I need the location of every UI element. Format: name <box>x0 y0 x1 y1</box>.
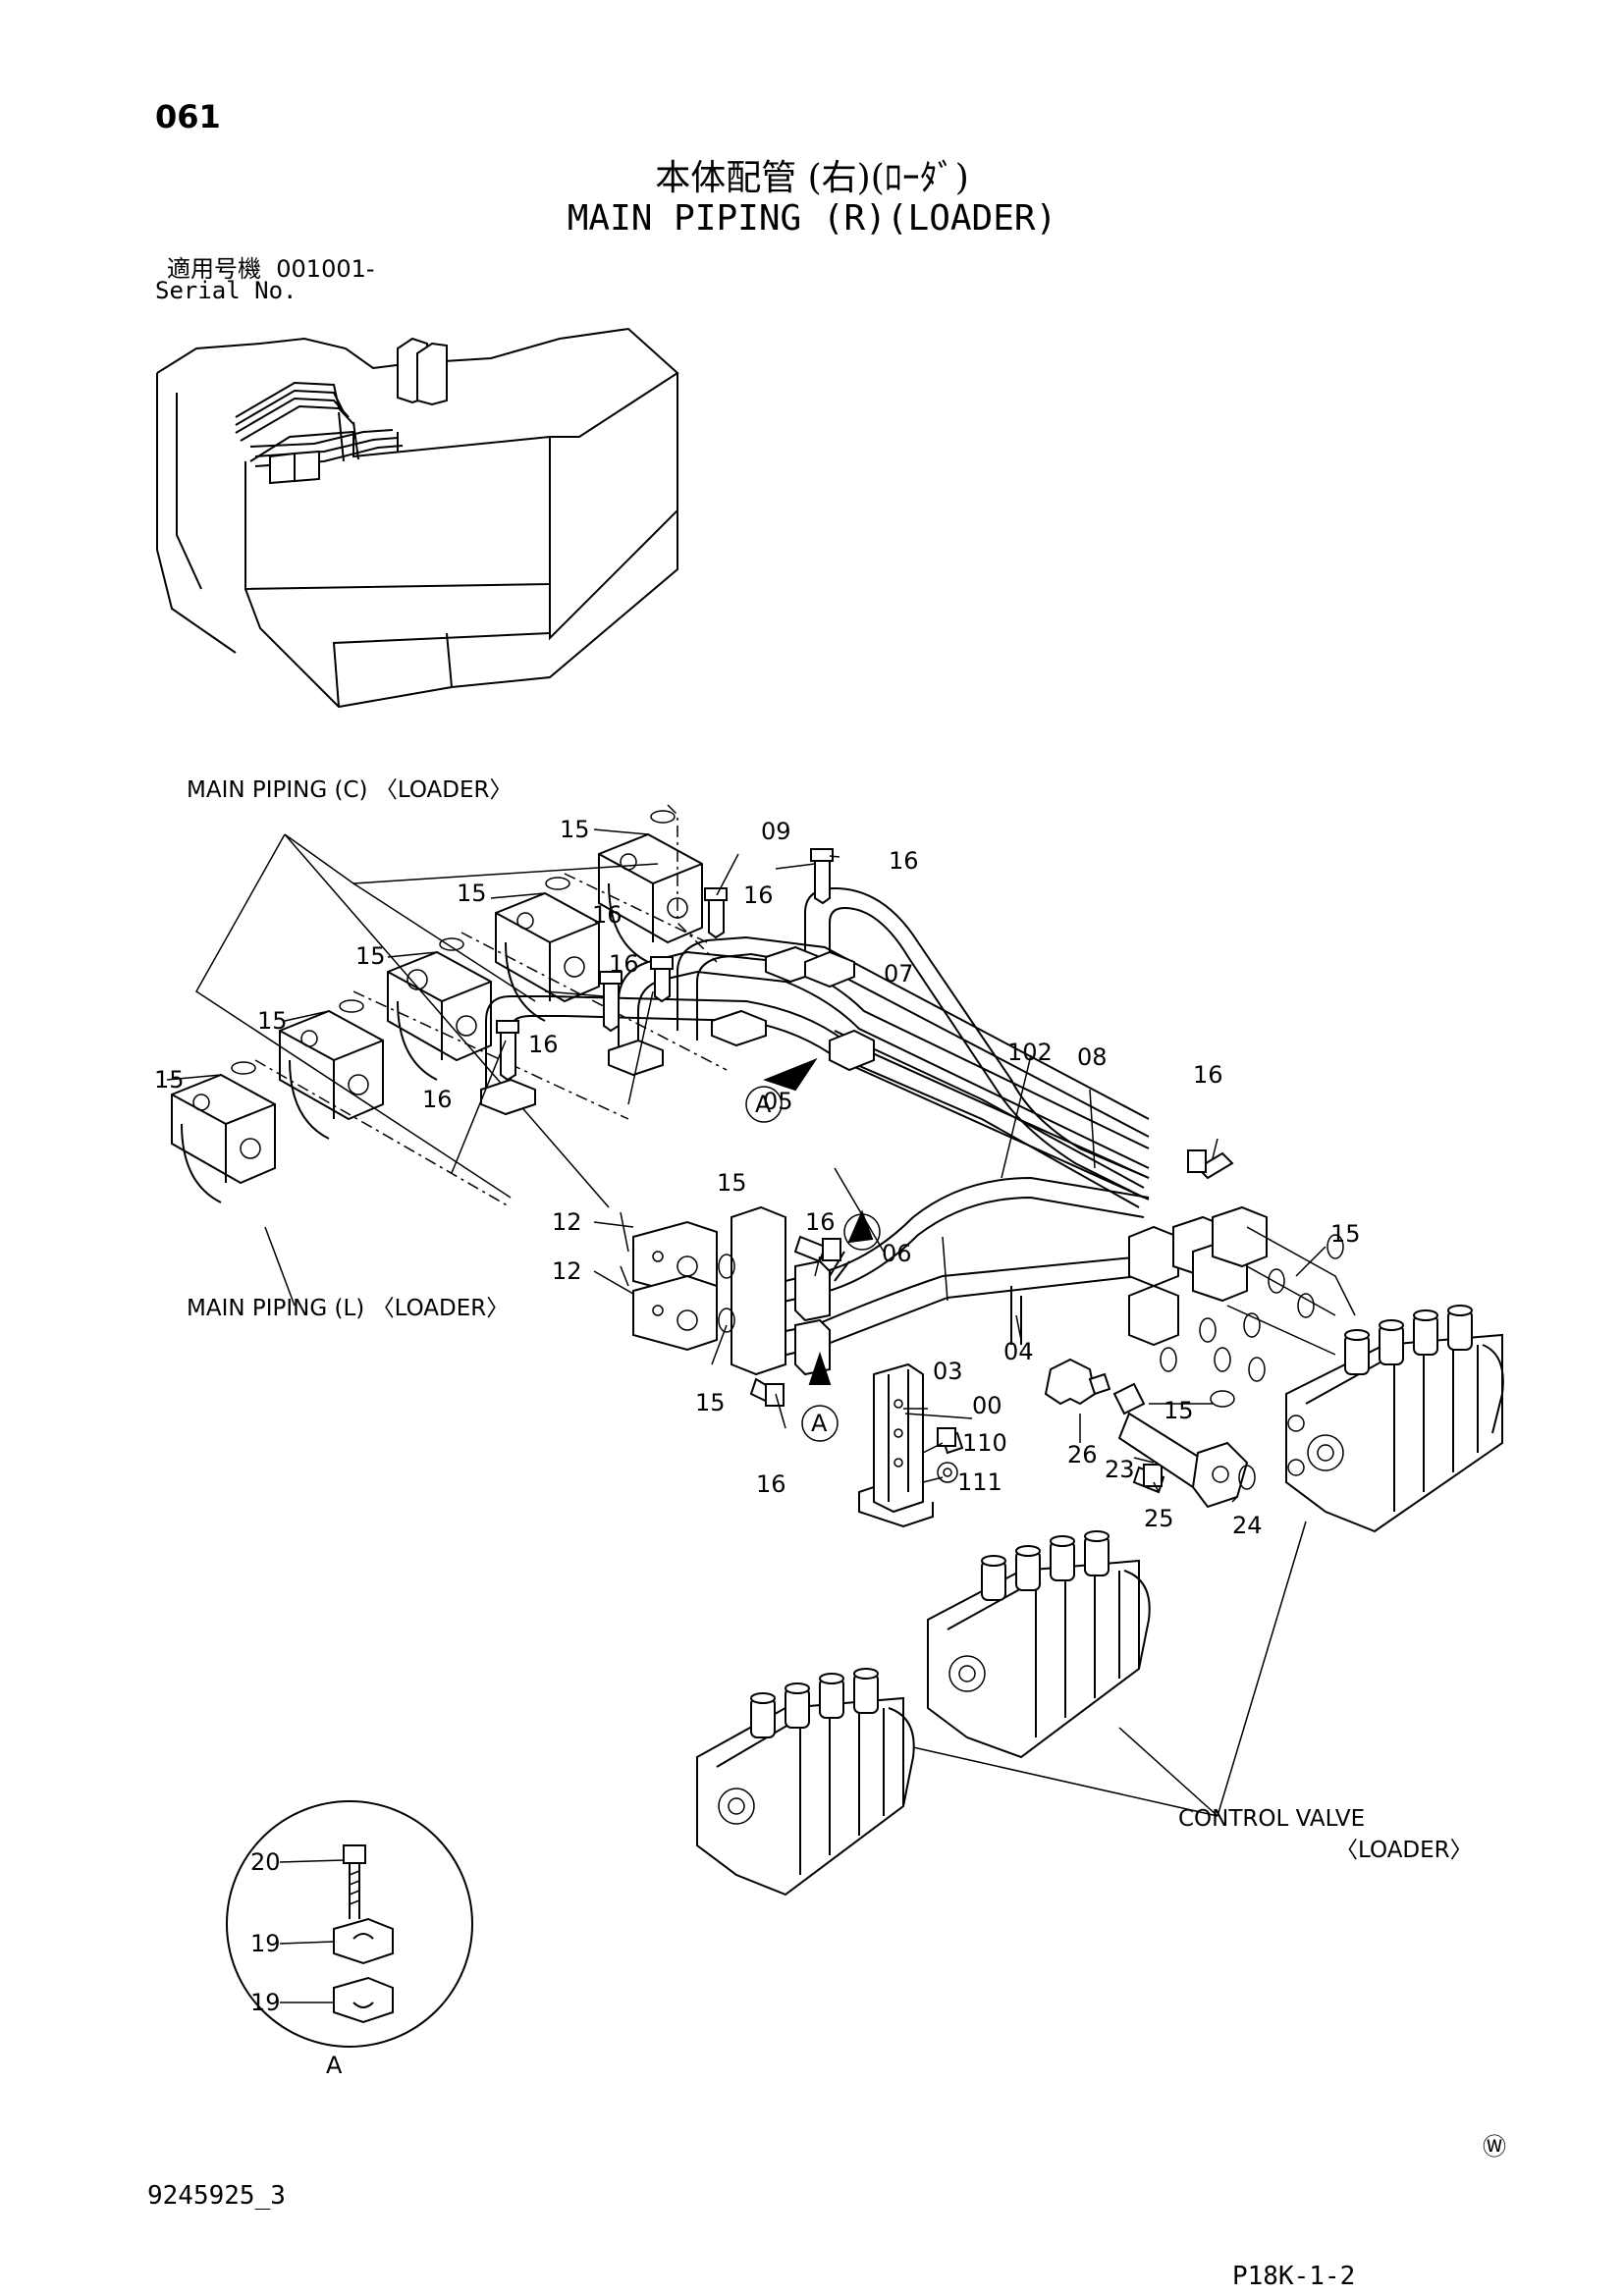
control-valve-center <box>927 1530 1151 1759</box>
part-label: 15 <box>695 1389 726 1416</box>
page-number: 061 <box>155 98 221 135</box>
part-label: 15 <box>154 1066 185 1094</box>
page-code: P18K-1-2 <box>1232 2262 1356 2291</box>
title-english: MAIN PIPING (R)(LOADER) <box>567 198 1057 239</box>
control-valve-left <box>696 1668 915 1896</box>
part-label: 15 <box>717 1169 747 1197</box>
part-label: 16 <box>805 1208 836 1236</box>
part-label: 15 <box>1164 1397 1194 1424</box>
part-label: 15 <box>355 942 386 970</box>
part-label: 111 <box>957 1468 1002 1496</box>
detail-label: 19 <box>250 1930 281 1957</box>
footer-mark: Ⓦ <box>1483 2133 1506 2161</box>
part-label: 06 <box>882 1240 912 1267</box>
part-label: 04 <box>1003 1338 1034 1365</box>
part-label: 16 <box>889 847 919 875</box>
control-valve-right <box>1285 1305 1504 1533</box>
part-label: 102 <box>1007 1039 1053 1066</box>
part-label: 15 <box>560 816 590 843</box>
part-label: 16 <box>743 881 774 909</box>
serial-row-japanese: 適用号機 001001- <box>167 249 375 284</box>
section-markers <box>745 1057 881 1442</box>
section-marker-letter: A <box>811 1410 828 1437</box>
callout-control-valve: CONTROL VALVE <box>1178 1806 1365 1832</box>
part-label: 16 <box>1193 1061 1223 1089</box>
bolts <box>496 848 1234 1494</box>
part-label: 05 <box>763 1088 793 1115</box>
serial-label-japanese: 適用号機 <box>167 255 261 283</box>
section-marker-letter: A <box>755 1091 772 1118</box>
part-labels: 15 15 15 15 15 15 15 15 15 16 16 16 16 1… <box>154 816 1361 1539</box>
title-japanese: 本体配管 (右)(ﾛｰﾀﾞ) <box>655 158 969 198</box>
control-valve-leader <box>912 1521 1307 1817</box>
part-label: 08 <box>1077 1043 1108 1071</box>
part-label: 15 <box>1330 1220 1361 1248</box>
machine-overview-sketch <box>156 327 679 709</box>
part-label: 00 <box>972 1392 1002 1419</box>
bracket-and-fittings <box>858 1358 1256 1528</box>
serial-label-english: Serial No. <box>155 277 298 304</box>
part-label: 15 <box>457 880 487 907</box>
part-label: 16 <box>609 950 639 978</box>
part-label: 24 <box>1232 1512 1263 1539</box>
detail-marker: A <box>326 2052 343 2079</box>
part-label: 16 <box>528 1031 559 1058</box>
part-label: 15 <box>257 1007 288 1035</box>
detail-a-view: 20 19 19 A <box>226 1800 473 2079</box>
part-label: 16 <box>422 1086 453 1113</box>
part-label: 25 <box>1144 1505 1174 1532</box>
serial-value: 001001- <box>276 255 375 283</box>
part-label: 03 <box>933 1358 963 1385</box>
part-label: 12 <box>552 1208 582 1236</box>
part-label: 16 <box>756 1470 786 1498</box>
part-label: 09 <box>761 818 791 845</box>
callout-main-piping-l: MAIN PIPING (L) 〈LOADER〉 <box>187 1296 509 1321</box>
part-label: 12 <box>552 1257 582 1285</box>
detail-label: 19 <box>250 1989 281 2016</box>
doc-number: 9245925_3 <box>147 2181 286 2211</box>
section-marker-letter: A <box>853 1218 870 1246</box>
callout-control-valve-loader: 〈LOADER〉 <box>1335 1838 1473 1863</box>
part-label: 23 <box>1105 1456 1135 1483</box>
detail-label: 20 <box>250 1848 281 1876</box>
callout-main-piping-c: MAIN PIPING (C) 〈LOADER〉 <box>187 777 513 803</box>
part-label: 26 <box>1067 1441 1098 1468</box>
part-label: 07 <box>884 960 914 988</box>
leader-lines <box>166 828 1326 1503</box>
part-label: 16 <box>592 901 623 929</box>
pipe-assembly <box>480 886 1356 1382</box>
manifold-blocks <box>171 804 728 1307</box>
part-label: 110 <box>962 1429 1007 1457</box>
